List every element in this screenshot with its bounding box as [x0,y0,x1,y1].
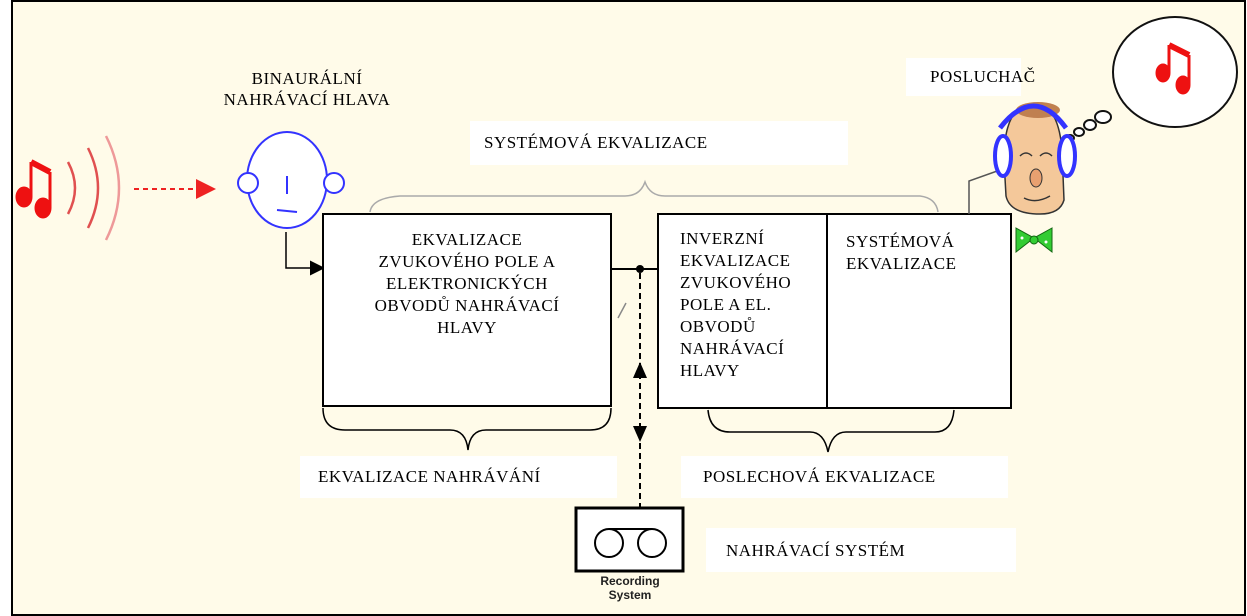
binaural-head-icon [237,131,345,229]
music-note-icon [1155,42,1191,95]
switch-mark [617,302,627,319]
playback-eq-bracket [707,409,955,453]
playback-eq-label: POSLECHOVÁ EKVALIZACE [681,456,1008,498]
system-eq-block-text: SYSTÉMOVÁ EKVALIZACE [846,232,957,273]
tape-recorder-icon [574,506,685,573]
listener-connector [968,169,1001,214]
recording-eq-label: EKVALIZACE NAHRÁVÁNÍ [300,456,617,498]
inverse-eq-block-text: INVERZNÍ EKVALIZACE ZVUKOVÉHO POLE A EL.… [680,229,792,380]
head-to-eq-connector [285,232,325,276]
listener-label: POSLUCHAČ [906,58,1035,96]
field-eq-block-text: EKVALIZACE ZVUKOVÉHO POLE A ELEKTRONICKÝ… [374,230,560,337]
system-eq-top-bracket [369,179,939,213]
listener-with-headphones-icon [993,102,1077,254]
recording-eq-bracket [322,407,612,451]
playback-eq-block [657,213,1012,409]
recording-eq-block [322,213,612,407]
sound-waves-icon [66,135,121,241]
recording-system-label: NAHRÁVACÍ SYSTÉM [706,528,1016,572]
thought-bubble [1065,16,1238,142]
music-note-icon [15,159,52,219]
recording-system-caption: Recording System [600,574,660,602]
down-arrowhead [633,426,647,442]
junction-dot [636,265,644,273]
system-eq-top-label: SYSTÉMOVÁ EKVALIZACE [470,121,848,165]
binaural-head-label: BINAURÁLNÍ NAHRÁVACÍ HLAVA [223,69,391,109]
up-arrowhead [633,362,647,378]
